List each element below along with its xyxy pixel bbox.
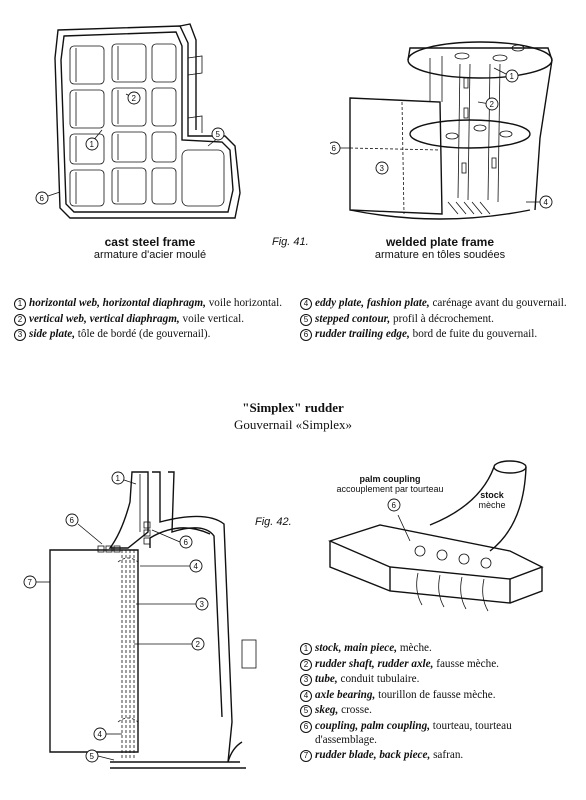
cast-frame-caption-en: cast steel frame <box>104 235 196 249</box>
legend-term-fr: safran. <box>430 749 464 762</box>
callout-6: 6 <box>40 194 45 203</box>
legend-term-en: horizontal web, horizontal diaphragm, <box>29 297 206 309</box>
simplex-rudder-drawing: 1 6 6 4 3 2 4 5 7 <box>23 471 257 769</box>
callout-4: 4 <box>544 198 549 207</box>
legend-term-fr: tôle de bordé (de gouvernail). <box>75 328 211 341</box>
legend-number: 6 <box>300 720 312 733</box>
callout-6: 6 <box>332 144 337 153</box>
legend-term-en: stepped contour, <box>315 312 391 325</box>
callout-3: 3 <box>380 164 385 173</box>
legend-term-fr: profil à décrochement. <box>390 312 494 325</box>
legend-term-fr: mèche. <box>397 642 432 654</box>
palm-coupling-fr: accouplement par tourteau <box>336 484 444 494</box>
stock-en: stock <box>480 490 504 500</box>
legend-term-fr: conduit tubulaire. <box>337 673 420 686</box>
fig41-label: Fig. 41. <box>272 236 309 248</box>
palm-callout-6: 6 <box>392 501 397 510</box>
palm-coupling-label: palm coupling accouplement par tourteau <box>330 474 450 494</box>
legend-number: 2 <box>300 658 312 671</box>
legend-term-en: side plate, <box>29 328 75 341</box>
callout-1: 1 <box>116 474 121 483</box>
callout-1: 1 <box>510 72 515 81</box>
legend-number: 3 <box>300 674 312 687</box>
legend-term-fr: voile vertical. <box>179 312 245 325</box>
legend-term-en: skeg, <box>315 704 339 717</box>
legend-term-en: tube, <box>315 673 338 686</box>
welded-frame-caption-fr: armature en tôles soudées <box>374 249 506 261</box>
callout-7: 7 <box>28 578 33 587</box>
legend-term-en: eddy plate, fashion plate, <box>315 297 430 309</box>
fig42-label: Fig. 42. <box>255 516 292 528</box>
legend-number: 4 <box>300 689 312 702</box>
callout-3: 3 <box>200 600 205 609</box>
callout-2: 2 <box>196 640 201 649</box>
legend-number: 1 <box>14 298 26 310</box>
welded-plate-frame-drawing: 1 2 3 4 6 <box>330 41 553 220</box>
legend-number: 2 <box>14 313 26 326</box>
legend-term-en: vertical web, vertical diaphragm, <box>29 312 180 325</box>
callout-2: 2 <box>490 100 495 109</box>
legend-term-en: stock, main piece, <box>315 642 398 654</box>
legend-term-en: coupling, palm coupling, <box>315 719 430 732</box>
legend-term-fr: fausse mèche. <box>433 657 499 670</box>
callout-2: 2 <box>132 94 137 103</box>
legend-term-en: rudder blade, back piece, <box>315 749 431 762</box>
legend-term-fr: tourteau, tourteau d'assemblage. <box>315 719 512 746</box>
legend-term-fr: carénage avant du gouvernail. <box>429 297 567 309</box>
legend-term-fr: crosse. <box>338 704 372 717</box>
callout-6: 6 <box>70 516 75 525</box>
callout-4: 4 <box>194 562 199 571</box>
section-title-en: "Simplex" rudder <box>242 400 344 415</box>
stock-label: stock mèche <box>462 490 522 510</box>
welded-frame-caption-en: welded plate frame <box>385 235 495 249</box>
legend-number: 6 <box>300 329 312 342</box>
callout-5: 5 <box>90 752 95 761</box>
palm-coupling-drawing: 6 <box>328 460 544 612</box>
legend-number: 5 <box>300 313 312 326</box>
legend-number: 7 <box>300 750 312 763</box>
callout-6: 6 <box>184 538 189 547</box>
palm-coupling-en: palm coupling <box>359 474 421 484</box>
legend-term-en: rudder trailing edge, <box>315 328 410 341</box>
cast-frame-caption-fr: armature d'acier moulé <box>93 249 207 261</box>
legend-term-fr: tourillon de fausse mèche. <box>375 688 496 701</box>
legend-number: 4 <box>300 298 312 310</box>
legend-number: 1 <box>300 643 312 655</box>
legend-term-fr: voile horizontal. <box>205 297 283 309</box>
legend-term-en: rudder shaft, rudder axle, <box>315 657 434 670</box>
callout-5: 5 <box>216 130 221 139</box>
stock-fr: mèche <box>478 500 506 510</box>
legend-number: 5 <box>300 705 312 718</box>
legend-term-en: axle bearing, <box>315 688 376 701</box>
cast-steel-frame-drawing: 1 2 5 6 <box>35 23 241 219</box>
section-title-fr: Gouvernail «Simplex» <box>233 417 353 432</box>
legend-number: 3 <box>14 329 26 342</box>
callout-1: 1 <box>90 140 95 149</box>
callout-4: 4 <box>98 730 103 739</box>
legend-term-fr: bord de fuite du gouvernail. <box>409 328 538 341</box>
